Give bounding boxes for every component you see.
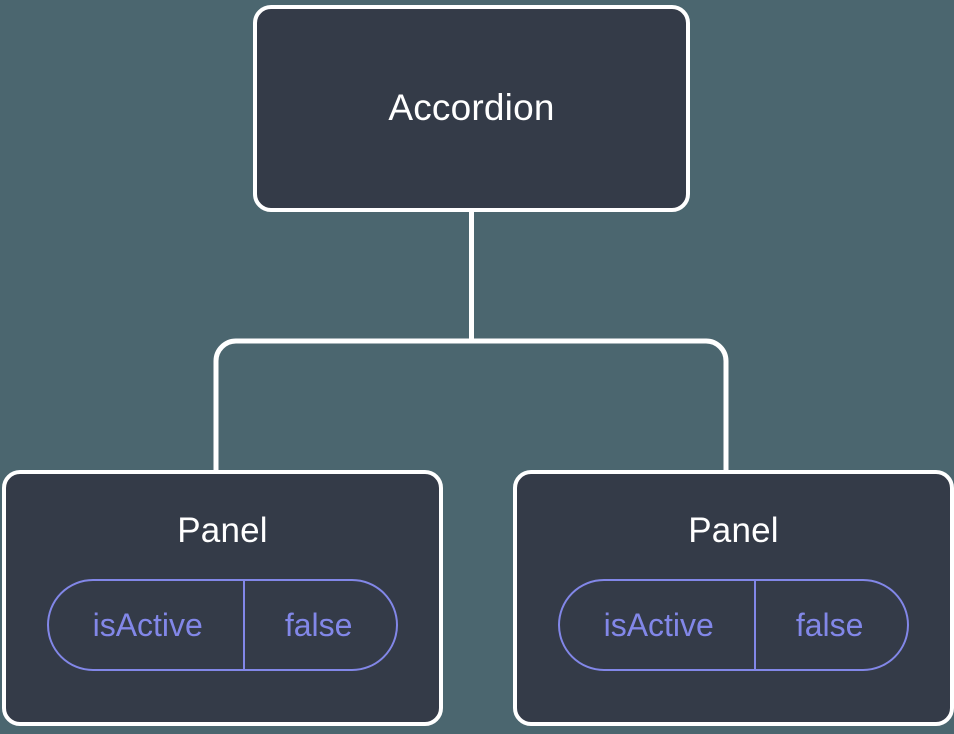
prop-key-label: isActive [560,581,756,669]
node-accordion-title: Accordion [388,87,555,129]
prop-value-label: false [795,607,864,643]
prop-pill-isactive-right[interactable]: isActive false [557,579,910,671]
node-panel-left-title: Panel [177,511,268,550]
prop-pill-isactive-left[interactable]: isActive false [46,579,399,671]
connector-branch-right [471,338,729,472]
prop-value-label: false [284,607,353,643]
node-panel-left[interactable]: Panel isActive false [2,470,443,726]
node-panel-right[interactable]: Panel isActive false [513,470,954,726]
node-accordion[interactable]: Accordion [253,5,690,212]
connector-branch-left [213,338,472,472]
node-panel-right-title: Panel [688,511,779,550]
prop-key-label: isActive [49,581,245,669]
